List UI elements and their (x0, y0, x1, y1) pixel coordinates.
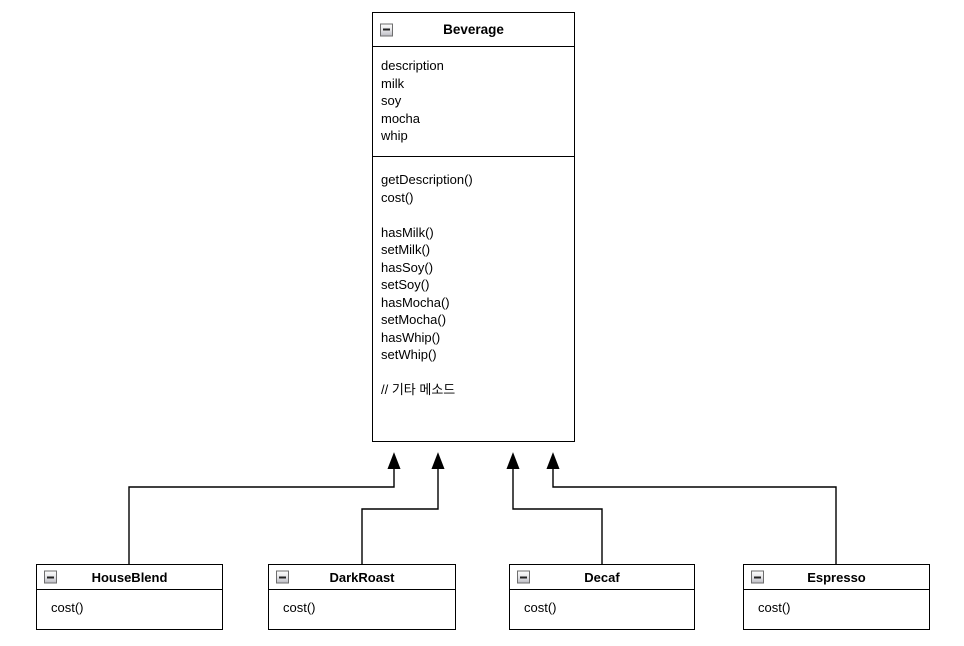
method: getDescription() (381, 172, 473, 187)
attribute: mocha (381, 110, 421, 126)
connector-espresso-to-beverage[interactable] (546, 452, 837, 565)
method: cost() (283, 600, 316, 615)
class-box-beverage[interactable]: Beverage description milk soy mocha whip… (372, 12, 575, 442)
blank-line (381, 206, 566, 224)
class-title-bar: Espresso (744, 565, 929, 590)
inheritance-arrowhead (431, 452, 445, 469)
blank-line (381, 364, 566, 382)
methods-section: cost() (744, 590, 929, 629)
minus-glyph (754, 576, 761, 578)
class-title: Decaf (584, 569, 620, 585)
inheritance-arrowhead (546, 452, 560, 469)
attribute: description (381, 58, 444, 73)
collapse-icon[interactable] (44, 570, 57, 584)
method: cost() (758, 600, 791, 615)
connector-decaf-to-beverage[interactable] (506, 452, 603, 565)
methods-section: cost() (510, 590, 694, 629)
class-box-houseblend[interactable]: HouseBlend cost() (36, 564, 223, 630)
method: hasSoy() (381, 259, 434, 275)
class-box-decaf[interactable]: Decaf cost() (509, 564, 695, 630)
minus-glyph (279, 576, 286, 578)
collapse-icon[interactable] (380, 23, 393, 36)
methods-section: cost() (269, 590, 455, 629)
minus-glyph (47, 576, 54, 578)
method: cost() (381, 189, 414, 205)
connector-darkroast-to-beverage[interactable] (361, 452, 445, 565)
method: setWhip() (381, 347, 437, 362)
method: setMocha() (381, 312, 447, 327)
class-title-bar: HouseBlend (37, 565, 222, 590)
attribute: whip (381, 128, 408, 143)
inheritance-arrowhead (506, 452, 520, 469)
collapse-icon[interactable] (276, 570, 289, 584)
class-title-bar: Decaf (510, 565, 694, 590)
methods-section: cost() (37, 590, 222, 629)
minus-glyph (383, 28, 390, 31)
method: hasMocha() (381, 294, 450, 310)
class-box-espresso[interactable]: Espresso cost() (743, 564, 930, 630)
class-title: Espresso (807, 569, 866, 585)
method: cost() (51, 600, 84, 615)
class-title: Beverage (443, 22, 504, 37)
method: hasMilk() (381, 224, 434, 240)
class-title-bar: Beverage (373, 13, 574, 47)
comment-line: // 기타 메소드 (381, 382, 456, 397)
attributes-section: description milk soy mocha whip (373, 47, 574, 157)
method: hasWhip() (381, 329, 441, 345)
class-title: HouseBlend (91, 569, 168, 585)
method: setMilk() (381, 242, 431, 257)
collapse-icon[interactable] (751, 570, 764, 584)
class-box-darkroast[interactable]: DarkRoast cost() (268, 564, 456, 630)
class-title: DarkRoast (329, 569, 395, 585)
attribute: milk (381, 75, 405, 91)
class-title-bar: DarkRoast (269, 565, 455, 590)
collapse-icon[interactable] (517, 570, 530, 584)
connector-houseblend-to-beverage[interactable] (128, 452, 401, 565)
inheritance-arrowhead (387, 452, 401, 469)
method: cost() (524, 600, 557, 615)
minus-glyph (520, 576, 527, 578)
method: setSoy() (381, 277, 430, 292)
attribute: soy (381, 93, 402, 108)
methods-section: getDescription() cost() hasMilk() setMil… (373, 157, 574, 441)
